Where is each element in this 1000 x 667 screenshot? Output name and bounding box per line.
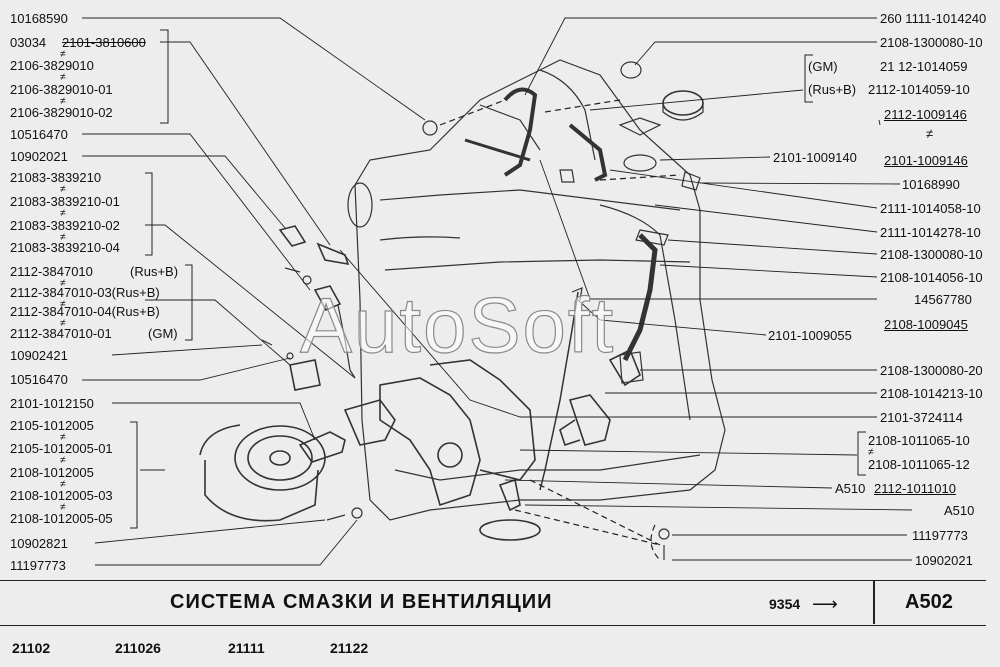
label-10516470-b: 10516470 bbox=[10, 372, 68, 387]
label-2112-3847010: 2112-3847010 bbox=[10, 264, 93, 279]
label-2111-1014058-10: 2111-1014058-10 bbox=[880, 201, 981, 216]
seal-ring bbox=[623, 154, 657, 172]
breather-hose-right bbox=[568, 123, 608, 182]
label-2112-3847010-03: 2112-3847010-03(Rus+B) bbox=[10, 285, 160, 300]
footer bbox=[0, 580, 1000, 667]
title-row bbox=[0, 580, 986, 626]
label-2101-1009140: 2101-1009140 bbox=[773, 150, 857, 165]
label-a510-a: A510 bbox=[835, 481, 866, 496]
label-rus-b: (Rus+B) bbox=[130, 264, 179, 279]
label-2108-1014056-10: 2108-1014056-10 bbox=[880, 270, 983, 285]
sheet-number: 9354 bbox=[769, 596, 801, 612]
watermark: AutoSoft bbox=[299, 280, 616, 369]
label-14567780: 14567780 bbox=[914, 292, 972, 307]
neq-symbol: ≠ bbox=[60, 96, 66, 107]
breather-hose-side bbox=[622, 233, 658, 362]
label-260-1111-1014240: 260 1111-1014240 bbox=[880, 11, 987, 26]
label-2108-1009045: 2108-1009045 bbox=[884, 317, 968, 332]
label-21083-3839210-04: 21083-3839210-04 bbox=[10, 240, 120, 255]
cap-gasket bbox=[618, 117, 662, 136]
neq-symbol: ≠ bbox=[60, 72, 66, 83]
label-2101-1009146: 2101-1009146 bbox=[884, 153, 968, 168]
neq-symbol: ≠ bbox=[868, 447, 874, 458]
label-2112-3847010-04: 2112-3847010-04(Rus+B) bbox=[10, 304, 160, 319]
label-10516470: 10516470 bbox=[10, 127, 68, 142]
label-a510-b: A510 bbox=[944, 503, 975, 518]
label-21083-3839210-02: 21083-3839210-02 bbox=[10, 218, 120, 233]
label-10902021-right: 10902021 bbox=[915, 553, 973, 568]
oil-pickup bbox=[479, 478, 541, 541]
neq-symbol: ≠ bbox=[60, 432, 66, 443]
filter-fitting bbox=[298, 431, 346, 463]
neq-symbol: ≠ bbox=[60, 502, 66, 513]
label-2101-3724114: 2101-3724114 bbox=[880, 410, 963, 425]
label-11197773: 11197773 bbox=[10, 558, 66, 573]
label-2112-1009146: 2112-1009146 bbox=[884, 107, 967, 122]
label-gm: (GM) bbox=[148, 326, 178, 341]
section-code: A502 bbox=[905, 591, 953, 613]
neq-symbol: ≠ bbox=[60, 455, 66, 466]
label-2112-1011010: 2112-1011010 bbox=[874, 481, 956, 496]
label-2101-1012150: 2101-1012150 bbox=[10, 396, 94, 411]
label-2101-1009055: 2101-1009055 bbox=[768, 328, 852, 343]
label-2106-3829010-01: 2106-3829010-01 bbox=[10, 82, 113, 97]
arrow-right-icon: ⟶ bbox=[812, 594, 838, 614]
model-code: 21111 bbox=[228, 640, 265, 656]
label-11197773-right: 11197773 bbox=[912, 528, 968, 543]
neq-symbol: ≠ bbox=[926, 126, 934, 141]
label-10902421: 10902421 bbox=[10, 348, 68, 363]
neq-symbol: ≠ bbox=[60, 184, 66, 195]
neq-symbol: ≠ bbox=[60, 299, 66, 310]
engine-block-outline bbox=[354, 59, 726, 521]
label-21-12-1014059: 21 12-1014059 bbox=[880, 59, 968, 74]
oil-filler-neck bbox=[559, 348, 641, 447]
label-2108-1014213-10: 2108-1014213-10 bbox=[880, 386, 983, 401]
label-10168590: 10168590 bbox=[10, 11, 68, 26]
page-title: СИСТЕМА СМАЗКИ И ВЕНТИЛЯЦИИ bbox=[170, 591, 553, 613]
label-2108-1300080-10-b: 2108-1300080-10 bbox=[880, 247, 983, 262]
model-code: 21122 bbox=[330, 640, 369, 656]
label-rus-b-right: (Rus+B) bbox=[808, 82, 857, 97]
label-2106-3829010-02: 2106-3829010-02 bbox=[10, 105, 113, 120]
neq-symbol: ≠ bbox=[60, 49, 66, 60]
label-2112-1014059-10: 2112-1014059-10 bbox=[868, 82, 970, 97]
label-21083-3839210-01: 21083-3839210-01 bbox=[10, 194, 120, 209]
title-divider bbox=[873, 580, 875, 624]
neq-symbol: ≠ bbox=[60, 278, 66, 289]
dipstick bbox=[539, 291, 579, 491]
oil-filter bbox=[199, 424, 326, 522]
label-2108-1011065-12: 2108-1011065-12 bbox=[868, 457, 970, 472]
label-gm-right: (GM) bbox=[808, 59, 838, 74]
neq-symbol: ≠ bbox=[60, 232, 66, 243]
label-2108-1300080-20: 2108-1300080-20 bbox=[880, 363, 983, 378]
label-2105-1012005: 2105-1012005 bbox=[10, 418, 94, 433]
label-10902021: 10902021 bbox=[10, 149, 68, 164]
label-2108-1300080-10-a: 2108-1300080-10 bbox=[880, 35, 983, 50]
label-2112-3847010-01: 2112-3847010-01 bbox=[10, 326, 112, 341]
label-10902821: 10902821 bbox=[10, 536, 68, 551]
label-2105-1012005-01: 2105-1012005-01 bbox=[10, 441, 113, 456]
label-03034: 03034 bbox=[10, 35, 47, 50]
neq-symbol: ≠ bbox=[60, 318, 66, 329]
label-2106-3829010: 2106-3829010 bbox=[10, 58, 94, 73]
neq-symbol: ≠ bbox=[60, 208, 66, 219]
model-code: 211026 bbox=[115, 640, 161, 656]
label-2101-3810600: 2101-3810600 bbox=[62, 35, 146, 50]
label-21083-3839210: 21083-3839210 bbox=[10, 170, 102, 185]
label-2108-1011065-10: 2108-1011065-10 bbox=[868, 433, 970, 448]
label-2108-1012005: 2108-1012005 bbox=[10, 465, 94, 480]
breather-hose-upper bbox=[503, 87, 538, 177]
model-code: 21102 bbox=[12, 640, 51, 656]
label-2108-1012005-03: 2108-1012005-03 bbox=[10, 488, 113, 503]
label-10168990: 10168990 bbox=[902, 177, 960, 192]
label-2111-1014278-10: 2111-1014278-10 bbox=[880, 225, 981, 240]
pressure-sensor bbox=[278, 225, 307, 247]
neq-symbol: ≠ bbox=[60, 479, 66, 490]
label-2108-1012005-05: 2108-1012005-05 bbox=[10, 511, 113, 526]
